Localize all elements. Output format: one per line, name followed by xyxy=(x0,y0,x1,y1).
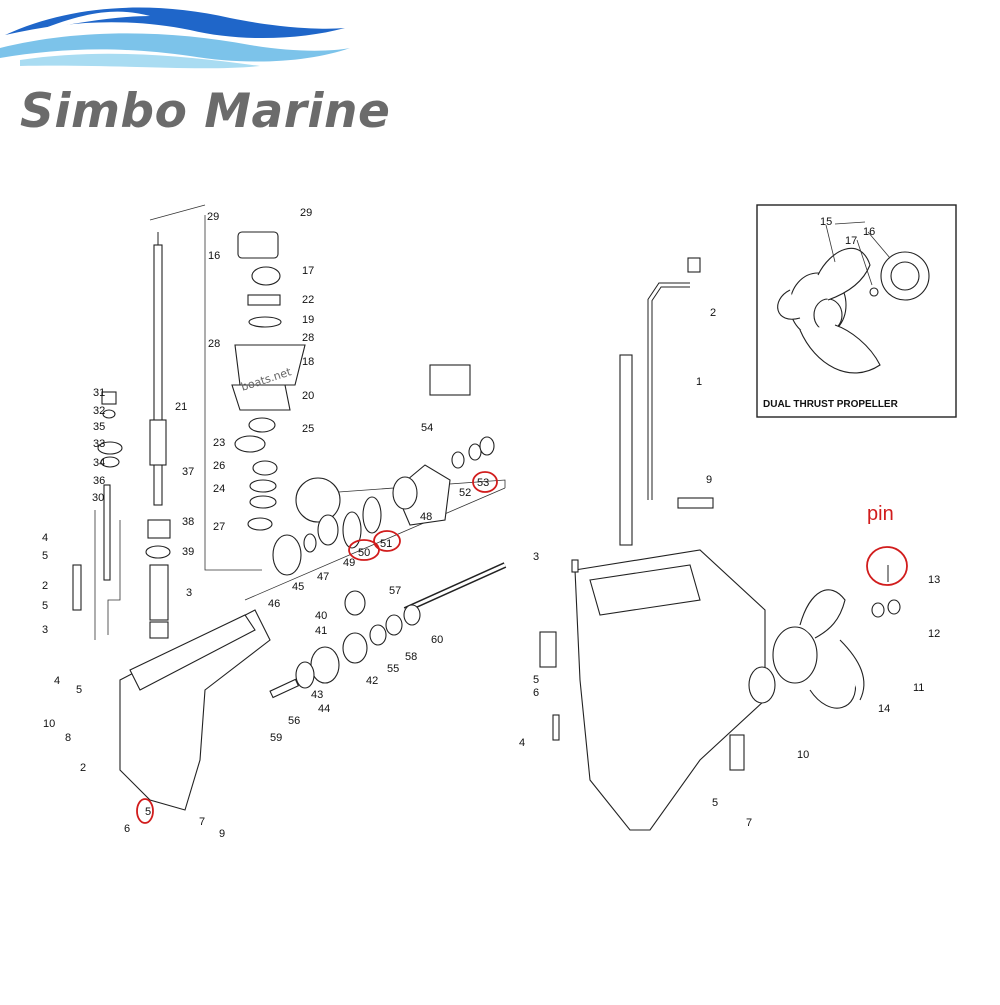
left-part-label: 41 xyxy=(315,625,327,637)
left-part-label: 8 xyxy=(65,732,71,744)
right-part-label: 10 xyxy=(797,749,809,761)
inset-part-labels: 15 17 16 xyxy=(820,216,875,247)
left-part-label: 28 xyxy=(208,338,220,350)
left-part-label: 3 xyxy=(186,587,192,599)
left-part-label: 49 xyxy=(343,557,355,569)
left-part-label: 40 xyxy=(315,610,327,622)
left-part-label: 56 xyxy=(288,715,300,727)
right-part-label: 13 xyxy=(928,574,940,586)
left-part-label: 5 xyxy=(145,806,151,818)
left-part-label: 2 xyxy=(80,762,86,774)
left-part-label: 54 xyxy=(421,422,433,434)
left-part-label: 34 xyxy=(93,457,105,469)
left-part-label: 59 xyxy=(270,732,282,744)
left-part-label: 16 xyxy=(208,250,220,262)
left-part-label: 20 xyxy=(302,390,314,402)
left-part-label: 37 xyxy=(182,466,194,478)
right-part-label: 14 xyxy=(878,703,890,715)
left-part-label: 28 xyxy=(302,332,314,344)
left-part-label: 3 xyxy=(42,624,48,636)
left-part-label: 46 xyxy=(268,598,280,610)
inset-title: DUAL THRUST PROPELLER xyxy=(763,399,899,410)
inset-part-label: 15 xyxy=(820,216,832,228)
left-part-label: 19 xyxy=(302,314,314,326)
left-part-label: 17 xyxy=(302,265,314,277)
pin-annotation: pin xyxy=(867,503,894,525)
left-part-label: 5 xyxy=(42,550,48,562)
left-part-label: 6 xyxy=(124,823,130,835)
left-part-label: 43 xyxy=(311,689,323,701)
left-part-label: 39 xyxy=(182,546,194,558)
right-part-label: 5 xyxy=(712,797,718,809)
highlight-5-left xyxy=(136,798,154,824)
highlight-53 xyxy=(472,471,498,493)
left-part-label: 55 xyxy=(387,663,399,675)
left-part-label: 22 xyxy=(302,294,314,306)
highlight-51 xyxy=(373,530,401,552)
left-part-label: 5 xyxy=(76,684,82,696)
left-part-label: 18 xyxy=(302,356,314,368)
left-part-label: 42 xyxy=(366,675,378,687)
left-part-label: 50 xyxy=(358,547,370,559)
left-part-label: 25 xyxy=(302,423,314,435)
left-part-label: 58 xyxy=(405,651,417,663)
left-part-label: 38 xyxy=(182,516,194,528)
inset-part-label: 16 xyxy=(863,226,875,238)
left-part-label: 51 xyxy=(380,538,392,550)
right-part-label: 9 xyxy=(706,474,712,486)
left-part-label: 21 xyxy=(175,401,187,413)
inset-frame xyxy=(756,204,957,418)
left-part-label: 24 xyxy=(213,483,225,495)
highlight-50 xyxy=(348,539,380,561)
left-part-label: 47 xyxy=(317,571,329,583)
left-part-label: 4 xyxy=(42,532,48,544)
left-part-label: 45 xyxy=(292,581,304,593)
right-part-label: 3 xyxy=(533,551,539,563)
right-part-label: 2 xyxy=(710,307,716,319)
right-part-label: 11 xyxy=(913,682,924,694)
left-part-label: 30 xyxy=(92,492,104,504)
left-part-label: 23 xyxy=(213,437,225,449)
left-part-label: 32 xyxy=(93,405,105,417)
left-part-label: 2 xyxy=(42,580,48,592)
left-part-label: 52 xyxy=(459,487,471,499)
right-part-label: 1 xyxy=(696,376,702,388)
right-part-label: 5 xyxy=(533,674,539,686)
left-part-label: 57 xyxy=(389,585,401,597)
left-part-label: 60 xyxy=(431,634,443,646)
left-part-label: 10 xyxy=(43,718,55,730)
lower-unit-exploded-view: boats.net xyxy=(72,204,507,824)
left-part-label: 4 xyxy=(54,675,60,687)
left-part-label: 29 xyxy=(300,207,312,219)
inset-part-label: 17 xyxy=(845,235,857,247)
left-part-label: 7 xyxy=(199,816,205,828)
brand-name: Simbo Marine xyxy=(20,84,391,139)
left-part-label: 27 xyxy=(213,521,225,533)
left-part-label: 29 xyxy=(207,211,219,223)
left-part-label: 36 xyxy=(93,475,105,487)
right-part-label: 6 xyxy=(533,687,539,699)
left-part-label: 26 xyxy=(213,460,225,472)
highlight-13 xyxy=(866,546,908,586)
right-part-label: 12 xyxy=(928,628,940,640)
left-part-label: 31 xyxy=(93,387,105,399)
left-part-label: 5 xyxy=(42,600,48,612)
left-part-label: 9 xyxy=(219,828,225,840)
left-part-label: 53 xyxy=(477,477,489,489)
left-part-label: 44 xyxy=(318,703,330,715)
wave-logo-icon xyxy=(0,7,350,69)
right-part-label: 4 xyxy=(519,737,525,749)
right-part-label: 7 xyxy=(746,817,752,829)
lower-unit-assembled-view xyxy=(539,257,908,831)
left-part-label: 48 xyxy=(420,511,432,523)
left-part-label: 33 xyxy=(93,438,105,450)
left-part-label: 35 xyxy=(93,421,105,433)
